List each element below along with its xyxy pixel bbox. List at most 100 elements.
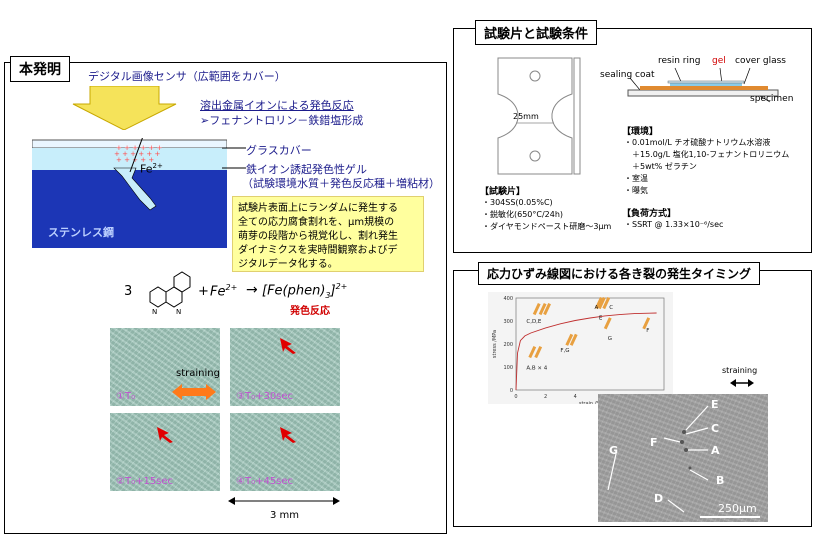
y-tick-label: 200 <box>503 342 513 348</box>
photo-caption: ④T₀+45sec <box>236 476 294 487</box>
sem-micrograph <box>598 394 768 522</box>
eq-arrow: → <box>246 282 258 298</box>
crack-marker <box>543 302 551 316</box>
scale-label: 3 mm <box>270 510 300 521</box>
glass-cover-label: グラスカバー <box>246 144 312 157</box>
photo-caption: ①T₀ <box>116 391 136 402</box>
specimen-title: 試験片と試験条件 <box>475 20 598 45</box>
gel-label: 鉄イオン誘起発色性ゲル <box>246 163 367 176</box>
photo-caption: ②T₀+15sec <box>116 476 174 487</box>
sem-label-g: G <box>609 444 619 457</box>
y-tick-label: 100 <box>503 365 513 371</box>
sensor-arrow-icon <box>72 86 177 130</box>
crack-marker <box>642 317 651 330</box>
environment-item: ＋5wt% ゼラチン <box>624 162 697 171</box>
specimen-side-view <box>573 57 581 175</box>
x-axis-label: strain /% <box>579 401 602 404</box>
crack-marker <box>603 317 612 330</box>
sem-label-b: B <box>716 474 725 487</box>
eq-coefficient: 3 <box>124 284 133 299</box>
gel-layer-label: gel <box>712 56 726 66</box>
description-line: 全ての応力腐食割れを、μm規模の <box>238 217 395 228</box>
leader-lines <box>222 147 246 169</box>
photo-t45: ④T₀+45sec <box>230 413 340 491</box>
bottom-double-arrow-icon <box>730 379 754 387</box>
stress-strain-chart: 02468100100200300400strain /%stress /MPa… <box>492 296 667 404</box>
y-tick-label: 300 <box>503 319 513 325</box>
crack-marker <box>602 296 611 310</box>
crack-marker <box>532 302 541 316</box>
sem-label-d: D <box>654 492 664 505</box>
sem-label-c: C <box>711 422 720 435</box>
double-arrow-icon <box>172 384 216 400</box>
crack-marker <box>534 345 543 359</box>
photo-t30: ③T₀+30sec <box>230 328 340 406</box>
environment-heading: 【環境】 <box>622 127 659 137</box>
crack-pointer-icon <box>157 427 173 443</box>
dogbone-specimen-diagram <box>497 57 573 175</box>
photo-t15: ②T₀+15sec <box>110 413 220 491</box>
svg-text:N: N <box>152 308 157 316</box>
svg-text:+ + + + +: + + + + + <box>116 156 154 164</box>
resin-ring-label: resin ring <box>658 56 701 66</box>
eq-product-text: [Fe(phen) <box>262 283 326 299</box>
crack-annotation: A,B × 4 <box>526 365 547 371</box>
sealing-coat-label: sealing coat <box>600 70 655 80</box>
loading-heading: 【負荷方式】 <box>622 209 677 219</box>
crack-annotation: C,D,E <box>526 319 542 325</box>
x-tick-label: 4 <box>574 394 577 400</box>
sensor-label: デジタル画像センサ（広範囲をカバー） <box>88 70 286 83</box>
phenanthroline-structure-icon: N N <box>149 271 191 316</box>
eq-product: [Fe(phen)3]2+ <box>262 282 347 300</box>
crack-annotation: F <box>646 328 649 334</box>
crack-pointer-icon <box>280 338 296 354</box>
timing-title: 応力ひずみ線図における各き裂の発生タイミング <box>478 262 761 285</box>
crack-annotation: G <box>608 336 612 342</box>
eq-product-close: ] <box>330 283 336 299</box>
environment-item: ・室温 <box>624 174 648 183</box>
description-line: 試験片表面上にランダムに発生する <box>238 203 398 214</box>
y-axis-label: stress /MPa <box>492 330 498 358</box>
crack-marker <box>594 296 603 310</box>
x-tick-label: 2 <box>544 394 547 400</box>
svg-text:+ + + + + +: + + + + + + <box>114 150 160 158</box>
eq-fe: Fe2+ <box>210 283 237 299</box>
specimen-heading: 【試験片】 <box>480 187 526 197</box>
setup-cross-section <box>627 67 779 103</box>
steel-label: ステンレス鋼 <box>48 226 114 239</box>
environment-item: ・曝気 <box>624 186 648 195</box>
crack-annotation: F,G <box>560 348 569 354</box>
crack-annotation: E <box>599 315 603 321</box>
fe-ion-label: Fe2+ <box>140 162 163 176</box>
gel-composition-label: （試験環境水質＋発色反応種＋増粘材） <box>242 177 440 190</box>
color-reaction-label: 発色反応 <box>290 306 330 317</box>
reaction-sub-label: ➢フェナントロリン－鉄錯塩形成 <box>200 114 364 127</box>
environment-item: ・0.01mol/L チオ硫酸ナトリウム水溶液 <box>624 138 771 147</box>
eq-fe-charge: 2+ <box>225 283 238 292</box>
specimen-item: ・鋭敏化(650°C/24h) <box>482 210 564 219</box>
eq-product-charge: 2+ <box>335 282 348 291</box>
cover-glass-label: cover glass <box>735 56 786 66</box>
scale-bar <box>228 497 340 505</box>
crack-marker <box>565 333 574 346</box>
sem-annotations <box>607 405 760 518</box>
sem-label-e: E <box>711 398 719 411</box>
fe-ion-charge: 2+ <box>152 162 163 170</box>
svg-text:N: N <box>176 308 181 316</box>
description-line: ダイナミクスを実時間観察およびデ <box>238 245 398 256</box>
specimen-item: ・ダイヤモンドペースト研磨～3μm <box>482 222 612 231</box>
crack-marker <box>528 345 537 359</box>
y-tick-label: 400 <box>503 296 513 302</box>
specimen-label: specimen <box>750 94 794 104</box>
description-box <box>232 196 424 272</box>
x-tick-label: 0 <box>514 394 517 400</box>
description-line: 萌芽の段階から視覚化し、割れ発生 <box>238 231 398 242</box>
crack-pointer-icon <box>280 427 296 443</box>
plot-frame <box>515 297 665 391</box>
crack-marker <box>597 296 606 310</box>
crack-annotation: A <box>594 305 598 311</box>
reaction-label: 溶出金属イオンによる発色反応 <box>200 99 354 112</box>
y-tick-label: 0 <box>510 388 513 394</box>
straining-label: straining <box>176 368 220 379</box>
cross-section-diagram: + + + + + ++ + + + + ++ + + + + <box>32 138 227 248</box>
